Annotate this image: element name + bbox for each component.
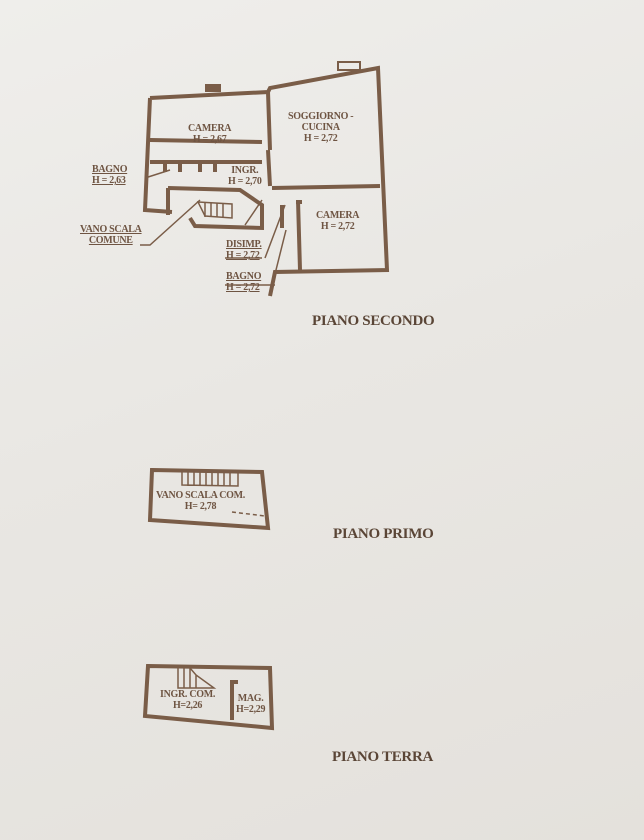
room-magazzino: MAG. H=2,29 (236, 693, 265, 715)
room-name: BAGNO (92, 164, 128, 175)
room-name: VANO SCALA (80, 224, 142, 235)
room-name: INGR. COM. (160, 689, 216, 700)
room-height: H = 2,72 (226, 250, 260, 261)
room-height: H = 2,72 (226, 282, 260, 293)
title-piano-secondo: PIANO SECONDO (312, 313, 435, 329)
room-height: H = 2,72 (303, 133, 338, 144)
stair-hatching (140, 169, 287, 689)
room-camera-1: CAMERA H = 2,67 (188, 123, 232, 145)
title-piano-primo: PIANO PRIMO (333, 526, 434, 542)
room-height: H = 2,63 (92, 175, 126, 186)
room-bagno-2: BAGNO H = 2,72 (226, 271, 261, 293)
room-height: H= 2,78 (184, 501, 217, 512)
room-vano-scala-com: VANO SCALA COM. H= 2,78 (156, 490, 245, 512)
room-vano-scala-comune: VANO SCALA COMUNE (80, 224, 142, 246)
room-height: H = 2,67 (192, 134, 227, 145)
room-name: BAGNO (226, 271, 262, 282)
room-name: DISIMP. (226, 239, 262, 250)
room-name: CAMERA (188, 123, 232, 134)
room-name-2: CUCINA (301, 122, 341, 133)
piano-terra-walls (142, 663, 275, 731)
room-name: MAG. (237, 693, 264, 704)
room-name: VANO SCALA COM. (156, 490, 245, 501)
room-height: H=2,29 (236, 704, 266, 715)
room-name-2: COMUNE (88, 235, 133, 246)
room-ingresso: INGR. H = 2,70 (228, 165, 262, 187)
room-height: H = 2,72 (320, 221, 355, 232)
room-height: H = 2,70 (228, 176, 262, 187)
room-bagno-1: BAGNO H = 2,63 (92, 164, 127, 186)
room-disimpegno: DISIMP. H = 2,72 (226, 239, 262, 261)
room-soggiorno-cucina: SOGGIORNO - CUCINA H = 2,72 (288, 111, 354, 144)
title-piano-terra: PIANO TERRA (332, 749, 434, 765)
piano-secondo-walls (142, 65, 390, 297)
room-name: CAMERA (316, 210, 360, 221)
room-ingresso-comune: INGR. COM. H=2,26 (160, 689, 215, 711)
room-height: H=2,26 (172, 700, 203, 711)
room-name: SOGGIORNO - (288, 111, 354, 122)
room-name: INGR. (231, 165, 259, 176)
room-camera-2: CAMERA H = 2,72 (316, 210, 360, 232)
